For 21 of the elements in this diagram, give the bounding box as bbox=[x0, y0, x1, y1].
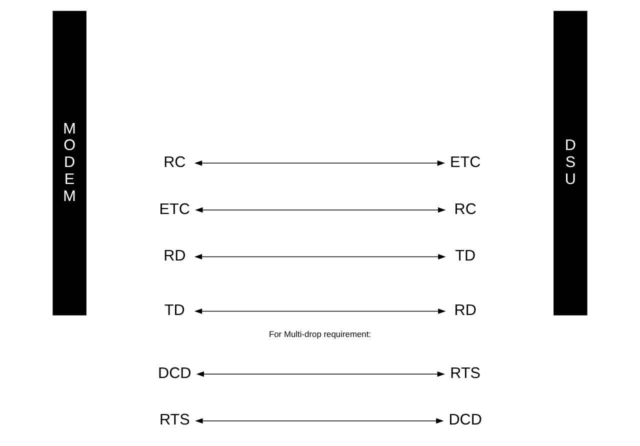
arrow bbox=[194, 254, 446, 260]
arrow bbox=[196, 371, 445, 377]
node-text: RC bbox=[454, 200, 476, 218]
arrow bbox=[195, 418, 444, 424]
node-text: RTS bbox=[159, 412, 190, 429]
node-text: DCD bbox=[448, 412, 482, 429]
arrow bbox=[195, 207, 446, 213]
node-box: DSU bbox=[554, 10, 588, 316]
arrow bbox=[194, 308, 446, 314]
node-text: TD bbox=[455, 248, 476, 265]
node-text: RTS bbox=[450, 364, 481, 382]
label: For Multi-drop requirement: bbox=[268, 329, 372, 340]
node-text: RC bbox=[164, 154, 186, 172]
arrow bbox=[194, 160, 446, 166]
node-text: ETC bbox=[450, 154, 481, 172]
node-text: RD bbox=[454, 302, 476, 320]
node-text: TD bbox=[164, 302, 185, 320]
node-text: ETC bbox=[159, 200, 190, 218]
node-text: RD bbox=[164, 248, 186, 265]
node-text: DCD bbox=[158, 364, 192, 382]
node-box: MODEM bbox=[52, 10, 86, 316]
